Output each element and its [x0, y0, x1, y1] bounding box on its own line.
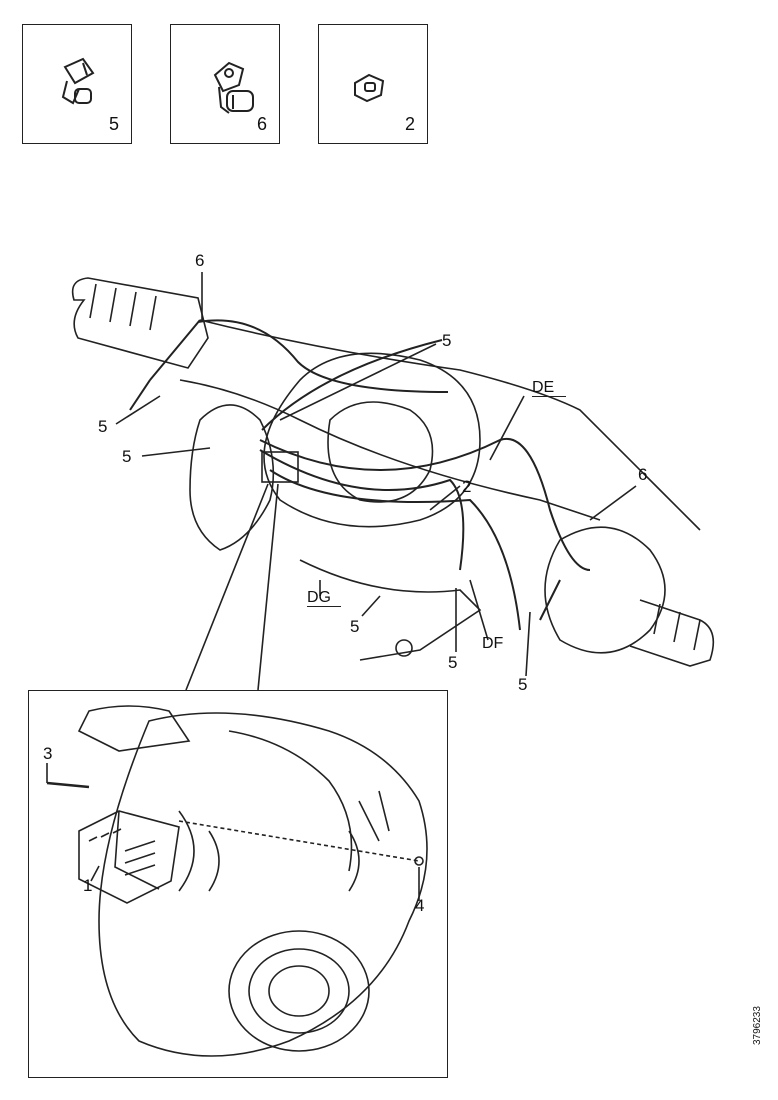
- part-number-label: 6: [256, 114, 267, 134]
- left-hub: [189, 404, 275, 551]
- callout-5-a: 5: [442, 331, 452, 350]
- callout-de: DE: [532, 380, 566, 397]
- callout-5-f: 5: [518, 675, 528, 694]
- housing-outline: [98, 712, 428, 1057]
- callout-5-b: 5: [98, 417, 108, 436]
- connector-block: [261, 451, 299, 483]
- dashed-leader: [178, 820, 420, 862]
- clip-part-icon: [354, 73, 385, 103]
- callout-6-top: 6: [195, 251, 205, 270]
- bracket-part-icon: [213, 61, 254, 114]
- callout-2: 2: [462, 477, 472, 496]
- part-number-label: 2: [404, 114, 415, 134]
- callout-dg: DG: [307, 590, 341, 607]
- part-thumbnail-6: 6: [170, 24, 280, 144]
- part-thumbnail-2: 2: [318, 24, 428, 144]
- callout-df: DF: [482, 635, 504, 652]
- nut-4: [414, 856, 424, 866]
- bolt-3: [46, 781, 90, 789]
- detail-callout-1: 1: [83, 876, 93, 895]
- callout-5-d: 5: [350, 617, 360, 636]
- detail-inset-drawing: [46, 705, 428, 1057]
- module-1: [78, 810, 180, 904]
- right-hub: [544, 526, 666, 654]
- sensor-part-icon: [61, 57, 95, 105]
- detail-inset: 3 1 4: [28, 690, 448, 1078]
- part-number-label: 5: [108, 114, 119, 134]
- axle-wiring-diagram: [71, 272, 715, 690]
- callout-5-e: 5: [448, 653, 458, 672]
- left-axle-shaft: [71, 277, 209, 369]
- callout-6-right: 6: [638, 465, 648, 484]
- detail-callout-3: 3: [43, 744, 53, 763]
- part-thumbnail-5: 5: [22, 24, 132, 144]
- detail-callout-4: 4: [415, 896, 425, 915]
- callout-5-c: 5: [122, 447, 132, 466]
- hub-ellipse: [228, 930, 370, 1052]
- figure-reference-number: 3796233: [752, 1006, 763, 1045]
